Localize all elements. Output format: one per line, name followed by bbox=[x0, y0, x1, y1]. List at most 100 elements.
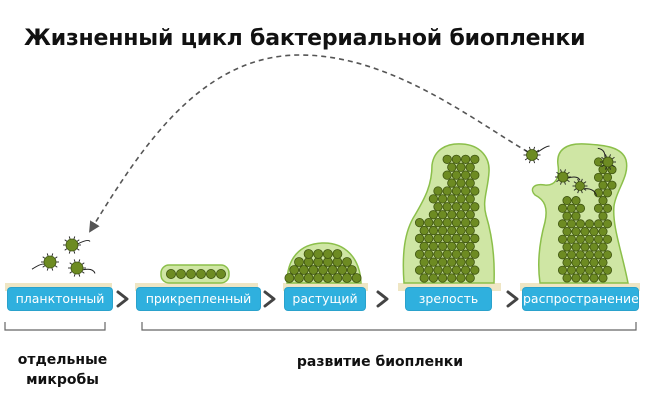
pilus bbox=[78, 259, 81, 263]
pilus bbox=[54, 265, 58, 268]
bacterium-body bbox=[557, 171, 569, 183]
bacterial-cell bbox=[419, 273, 429, 283]
pilus bbox=[536, 157, 540, 161]
bacterial-cell bbox=[562, 273, 572, 283]
bacterial-cell bbox=[465, 257, 475, 267]
bacterial-cell bbox=[284, 273, 295, 283]
bacterial-cell bbox=[562, 211, 572, 221]
bacterial-cell bbox=[562, 257, 572, 268]
bacterial-cell bbox=[575, 234, 586, 244]
bacterial-cell bbox=[447, 194, 457, 204]
bacterial-cell bbox=[607, 180, 617, 190]
bacterial-cell bbox=[598, 273, 608, 283]
bacterial-cell bbox=[571, 242, 581, 252]
stage-label-mature: зрелость bbox=[406, 288, 491, 310]
bacterial-cell bbox=[456, 178, 466, 188]
bacterial-cell bbox=[447, 257, 457, 267]
bacterial-cell bbox=[465, 241, 475, 251]
bacterial-cell bbox=[571, 211, 581, 221]
bacterium-icon bbox=[31, 253, 59, 271]
bacterial-cell bbox=[433, 217, 443, 228]
bacterial-cell bbox=[470, 217, 480, 228]
pilus bbox=[560, 181, 562, 185]
bacterial-cell bbox=[456, 273, 466, 283]
pilus bbox=[609, 166, 611, 170]
bacterial-cell bbox=[327, 265, 338, 275]
bacterial-cell bbox=[447, 210, 457, 220]
bacterial-cell bbox=[593, 265, 604, 275]
bacterial-cell bbox=[593, 203, 604, 213]
bacterial-cell bbox=[470, 233, 480, 244]
caption-individual-line2: микробы bbox=[26, 372, 99, 388]
bacterial-cell bbox=[580, 227, 590, 237]
pilus bbox=[528, 160, 531, 164]
bacterial-cell bbox=[465, 162, 475, 172]
pilus bbox=[68, 236, 71, 240]
diagram-title: Жизненный цикл бактериальной биопленки bbox=[24, 26, 586, 51]
bacterial-cell bbox=[332, 249, 343, 259]
pilus bbox=[580, 178, 583, 182]
bacterial-cell bbox=[557, 265, 568, 275]
pilus bbox=[601, 156, 605, 160]
pilus bbox=[78, 273, 81, 277]
bacterial-cell bbox=[289, 265, 300, 275]
bacterial-cell bbox=[460, 217, 471, 228]
bacterial-cell bbox=[424, 233, 434, 244]
bacterium-body bbox=[575, 181, 585, 191]
bacterial-cell bbox=[322, 249, 333, 259]
bacterial-cell bbox=[562, 242, 572, 252]
pilus bbox=[605, 166, 607, 170]
flagellum bbox=[31, 263, 45, 270]
bacterial-cell bbox=[465, 273, 475, 283]
bacterial-cell bbox=[428, 241, 439, 251]
chevron-right-icon bbox=[263, 290, 276, 308]
pilus bbox=[528, 146, 531, 150]
pilus bbox=[46, 267, 49, 271]
bacterial-cell bbox=[437, 273, 448, 283]
bacterial-cell bbox=[303, 273, 314, 283]
bacterial-cell bbox=[456, 162, 466, 172]
pilus bbox=[580, 190, 583, 194]
bacterial-cell bbox=[602, 172, 613, 182]
bacterial-cell bbox=[584, 234, 595, 244]
pilus bbox=[64, 239, 68, 242]
bacterial-cell bbox=[428, 194, 439, 204]
bacterial-cell bbox=[433, 265, 443, 275]
bacterial-cell bbox=[470, 265, 480, 275]
bacterial-cell bbox=[602, 234, 613, 244]
bacterial-cell bbox=[465, 178, 475, 188]
bacterial-cell bbox=[557, 219, 568, 229]
pilus bbox=[73, 236, 76, 240]
caption-individual-microbes: отдельные микробы bbox=[5, 350, 120, 390]
bacterial-cell bbox=[451, 154, 462, 164]
pilus bbox=[64, 248, 68, 251]
bacterial-cell bbox=[557, 203, 568, 213]
bacterial-cell bbox=[451, 170, 462, 180]
bacterial-cell bbox=[447, 225, 457, 236]
bacterial-cell bbox=[433, 249, 443, 259]
bacterial-cell bbox=[451, 186, 462, 196]
bacterial-cell bbox=[424, 217, 434, 228]
pilus bbox=[564, 181, 566, 185]
bacterial-cell bbox=[456, 194, 466, 204]
pilus bbox=[533, 160, 536, 164]
bacterial-cell bbox=[580, 273, 590, 283]
bacterial-cell bbox=[437, 257, 448, 267]
bacterial-cell bbox=[562, 227, 572, 237]
bacterial-cell bbox=[589, 257, 599, 268]
pilus bbox=[81, 262, 85, 265]
bacterial-cell bbox=[571, 227, 581, 237]
bacterial-cell bbox=[414, 217, 425, 228]
bacterial-cell bbox=[470, 202, 480, 212]
bacterial-cell bbox=[205, 268, 216, 279]
bacterial-cell bbox=[424, 265, 434, 275]
bacterial-cell bbox=[447, 178, 457, 188]
stage-label-growing: растущий bbox=[285, 288, 365, 310]
pilus bbox=[69, 262, 73, 265]
pilus bbox=[76, 239, 80, 242]
bacterial-cell bbox=[557, 250, 568, 260]
bacterial-cell bbox=[598, 196, 608, 206]
pilus bbox=[566, 171, 570, 175]
pilus bbox=[54, 256, 58, 259]
